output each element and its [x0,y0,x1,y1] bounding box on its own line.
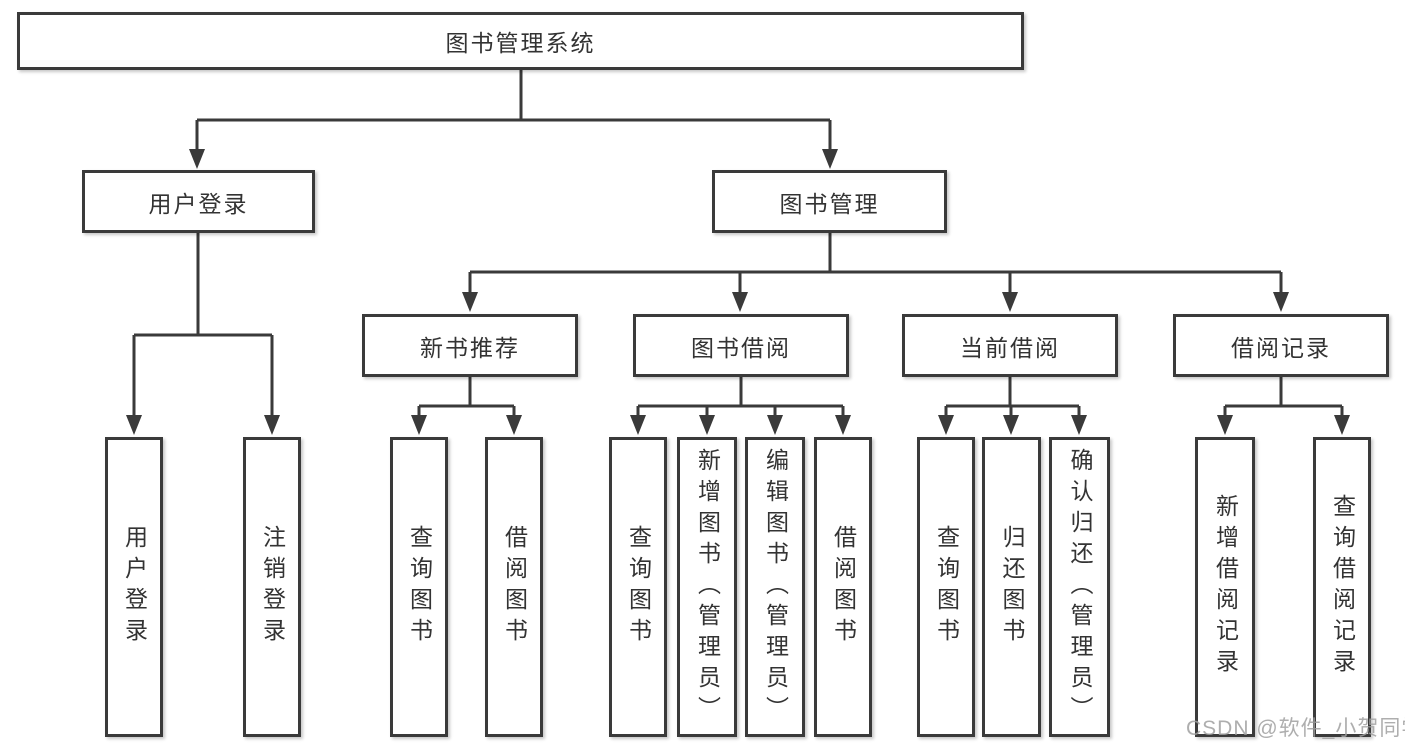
leaf-borrow-books-recommend: 借阅图书 [485,437,543,737]
node-book-borrowing-label: 图书借阅 [691,334,791,361]
leaf-add-books-admin-label: 新增图书（管理员） [694,447,721,727]
leaf-confirm-return-admin-label: 确认归还（管理员） [1067,447,1093,727]
leaf-borrow-books-recommend-label: 借阅图书 [501,525,528,649]
leaf-query-books-recommend-label: 查询图书 [406,525,433,649]
watermark: CSDN @软件_小贺同学 [1186,717,1405,740]
node-root: 图书管理系统 [17,12,1024,70]
leaf-return-books: 归还图书 [982,437,1041,737]
node-book-borrowing: 图书借阅 [633,314,849,377]
node-root-label: 图书管理系统 [445,30,596,56]
node-current-borrowing: 当前借阅 [902,314,1118,377]
leaf-query-books-current: 查询图书 [917,437,975,737]
leaf-user-login: 用户登录 [105,437,163,737]
leaf-logout-label: 注销登录 [259,525,286,649]
leaf-add-books-admin: 新增图书（管理员） [677,437,737,737]
leaf-query-borrow-record: 查询借阅记录 [1313,437,1371,737]
leaf-query-books-borrowing: 查询图书 [609,437,667,737]
node-borrowing-records: 借阅记录 [1173,314,1389,377]
leaf-confirm-return-admin: 确认归还（管理员） [1049,437,1110,737]
node-borrowing-records-label: 借阅记录 [1231,334,1331,361]
leaf-user-login-label: 用户登录 [121,525,148,649]
leaf-query-borrow-record-label: 查询借阅记录 [1329,494,1356,680]
node-new-book-recommend-label: 新书推荐 [420,334,520,361]
leaf-query-books-recommend: 查询图书 [390,437,448,737]
leaf-edit-books-admin-label: 编辑图书（管理员） [762,447,789,727]
leaf-add-borrow-record: 新增借阅记录 [1195,437,1255,737]
node-user-login: 用户登录 [82,170,315,233]
leaf-borrow-books: 借阅图书 [814,437,872,737]
node-user-login-label: 用户登录 [148,190,249,217]
node-book-management: 图书管理 [712,170,947,233]
connector-lines [132,70,1344,420]
leaf-borrow-books-label: 借阅图书 [830,525,857,649]
leaf-edit-books-admin: 编辑图书（管理员） [745,437,805,737]
node-current-borrowing-label: 当前借阅 [960,334,1060,361]
leaf-add-borrow-record-label: 新增借阅记录 [1212,494,1239,680]
node-new-book-recommend: 新书推荐 [362,314,578,377]
arrowheads [126,149,1350,435]
leaf-query-books-borrowing-label: 查询图书 [625,525,652,649]
leaf-logout: 注销登录 [243,437,301,737]
leaf-query-books-current-label: 查询图书 [933,525,960,649]
leaf-return-books-label: 归还图书 [999,525,1025,649]
node-book-management-label: 图书管理 [779,190,880,217]
